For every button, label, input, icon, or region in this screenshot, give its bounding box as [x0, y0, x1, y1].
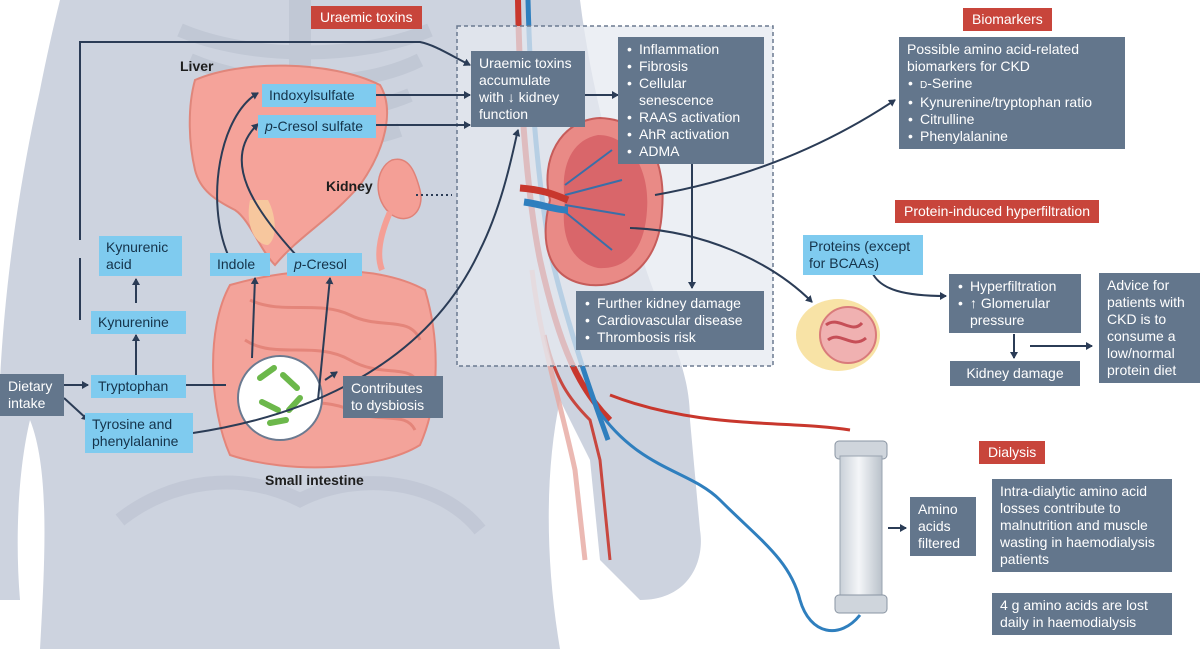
effect-item: Cellular senescence [626, 75, 756, 109]
kidney-damage-box: Kidney damage [950, 361, 1080, 386]
label-indole: Indole [210, 253, 270, 276]
effect-item: RAAS activation [626, 109, 756, 126]
p-prefix: p [265, 118, 273, 134]
intestines [212, 269, 437, 469]
header-dialysis: Dialysis [979, 441, 1046, 464]
label-kidney: Kidney [326, 178, 373, 194]
d-prefix: D [920, 80, 928, 91]
header-hyperfiltration: Protein-induced hyperfiltration [895, 200, 1099, 223]
biomarker-text: -Serine [927, 75, 973, 91]
outcomes-list: Further kidney damage Cardiovascular dis… [584, 295, 756, 346]
p-prefix: p [294, 256, 302, 272]
glomerulus-illustration [796, 299, 880, 371]
gallbladder-organ [248, 200, 275, 245]
outcomes-box: Further kidney damage Cardiovascular dis… [576, 291, 764, 350]
proteins-label: Proteins (except for BCAAs) [803, 235, 923, 275]
cresol-text: -Cresol [301, 256, 347, 272]
header-uraemic-toxins: Uraemic toxins [311, 6, 422, 29]
effect-item: Inflammation [626, 41, 756, 58]
advice-box: Advice for patients with CKD is to consu… [1099, 273, 1200, 383]
label-indoxylsulfate: Indoxylsulfate [262, 84, 376, 107]
hyperfiltration-box: Hyperfiltration ↑ Glomerular pressure [949, 274, 1081, 333]
biomarker-item: Phenylalanine [907, 128, 1117, 145]
dialysis-canister [834, 440, 888, 614]
effect-item: ADMA [626, 143, 756, 160]
dialysis-losses-box: Intra-dialytic amino acid losses contrib… [992, 479, 1172, 572]
biomarkers-intro: Possible amino acid-related biomarkers f… [907, 41, 1079, 74]
toxins-accumulate-box: Uraemic toxins accumulate with ↓ kidney … [471, 51, 585, 127]
dysbiosis-box: Contributes to dysbiosis [343, 376, 443, 418]
biomarkers-list: D-Serine Kynurenine/tryptophan ratio Cit… [907, 75, 1117, 145]
biomarker-item: D-Serine [907, 75, 1117, 94]
biomarkers-box: Possible amino acid-related biomarkers f… [899, 37, 1125, 149]
effects-box: Inflammation Fibrosis Cellular senescenc… [618, 37, 764, 164]
label-p-cresol-sulfate: p-Cresol sulfate [258, 115, 376, 138]
hyperfiltration-list: Hyperfiltration ↑ Glomerular pressure [957, 278, 1073, 329]
effects-list: Inflammation Fibrosis Cellular senescenc… [626, 41, 756, 160]
biomarker-item: Kynurenine/tryptophan ratio [907, 94, 1117, 111]
hyperfiltration-item: Hyperfiltration [957, 278, 1073, 295]
label-kynurenine: Kynurenine [91, 311, 186, 334]
effect-item: AhR activation [626, 126, 756, 143]
outcome-item: Further kidney damage [584, 295, 756, 312]
label-small-intestine: Small intestine [265, 472, 364, 488]
amino-acids-filtered-box: Amino acids filtered [910, 497, 976, 556]
body-kidney-organ [377, 158, 422, 220]
header-biomarkers: Biomarkers [963, 8, 1052, 31]
label-tryptophan: Tryptophan [91, 375, 186, 398]
hyperfiltration-item: ↑ Glomerular pressure [957, 295, 1073, 329]
cresol-sulfate-text: -Cresol sulfate [272, 118, 364, 134]
bacteria-icons [257, 365, 303, 426]
label-kynurenic-acid: Kynurenic acid [99, 236, 182, 276]
dialysis-daily-box: 4 g amino acids are lost daily in haemod… [992, 593, 1172, 635]
ureter-line [376, 210, 393, 272]
microbiome-circle [237, 355, 323, 441]
biomarker-item: Citrulline [907, 111, 1117, 128]
outcome-item: Cardiovascular disease [584, 312, 756, 329]
arrows [63, 41, 1093, 532]
label-liver: Liver [180, 58, 214, 74]
label-p-cresol: p-Cresol [287, 253, 362, 276]
outcome-item: Thrombosis risk [584, 329, 756, 346]
effect-item: Fibrosis [626, 58, 756, 75]
dietary-intake-box: Dietary intake [0, 374, 64, 416]
label-tyrosine: Tyrosine and phenylalanine [85, 413, 193, 453]
